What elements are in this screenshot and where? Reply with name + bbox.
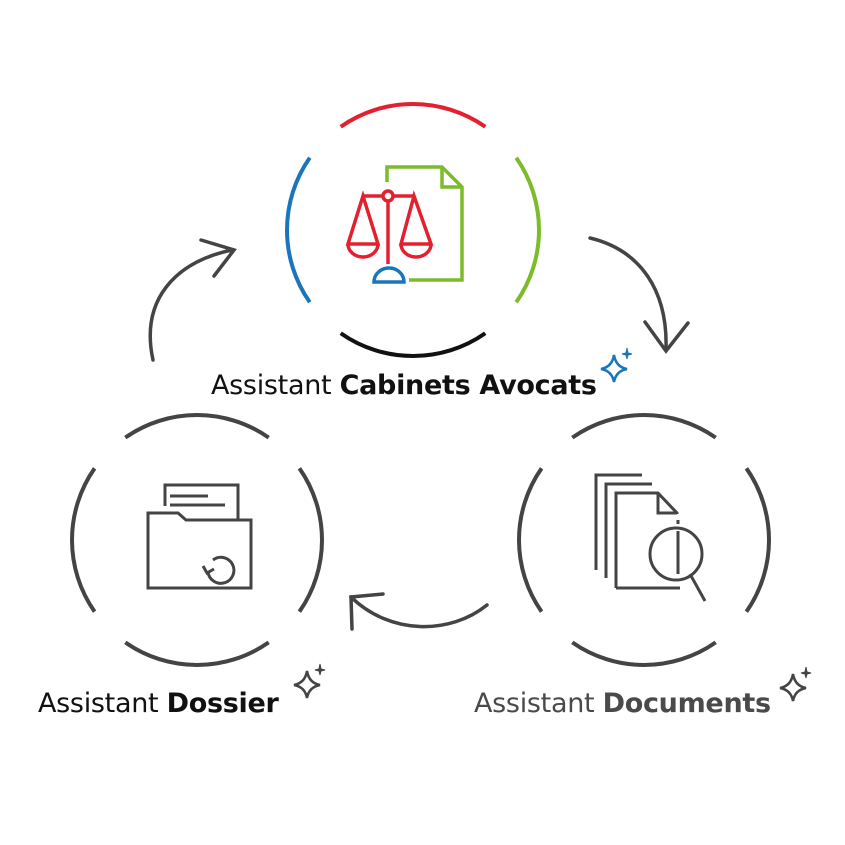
- arc-left-blue: [285, 102, 541, 358]
- label-prefix: Assistant: [474, 688, 595, 719]
- label-prefix: Assistant: [211, 370, 332, 401]
- label-assistant-documents: Assistant Documents: [474, 688, 771, 719]
- label-name: Dossier: [166, 688, 279, 719]
- label-name: Documents: [602, 688, 771, 719]
- documents-circle: [517, 413, 771, 667]
- arrowhead-documents-to-dossier: [349, 592, 385, 631]
- folder-refresh-icon: [146, 483, 253, 590]
- documents-search-icon: [594, 473, 707, 602]
- cabinets-circle: [285, 102, 541, 358]
- sparkle-icon-documents: [779, 666, 812, 702]
- dossier-circle: [70, 413, 324, 667]
- arrowhead-cabinets-to-documents: [643, 320, 690, 354]
- cycle-arrows: [148, 236, 690, 631]
- label-assistant-dossier: Assistant Dossier: [38, 688, 279, 719]
- arrowhead-dossier-to-cabinets: [199, 238, 237, 278]
- arc-right-green: [285, 102, 541, 358]
- scales-document-icon: [345, 165, 464, 284]
- arrow-documents-to-dossier: [349, 595, 489, 629]
- label-prefix: Assistant: [38, 688, 159, 719]
- sparkle-icon-cabinets: [600, 347, 633, 383]
- label-name: Cabinets Avocats: [339, 370, 597, 401]
- arc-bottom-black: [285, 102, 541, 358]
- label-assistant-cabinets-avocats: Assistant Cabinets Avocats: [211, 370, 597, 401]
- arrow-cabinets-to-documents: [588, 236, 668, 352]
- sparkle-icon-dossier: [293, 663, 326, 699]
- arrow-dossier-to-cabinets: [148, 248, 234, 362]
- arc-top-red: [285, 102, 541, 358]
